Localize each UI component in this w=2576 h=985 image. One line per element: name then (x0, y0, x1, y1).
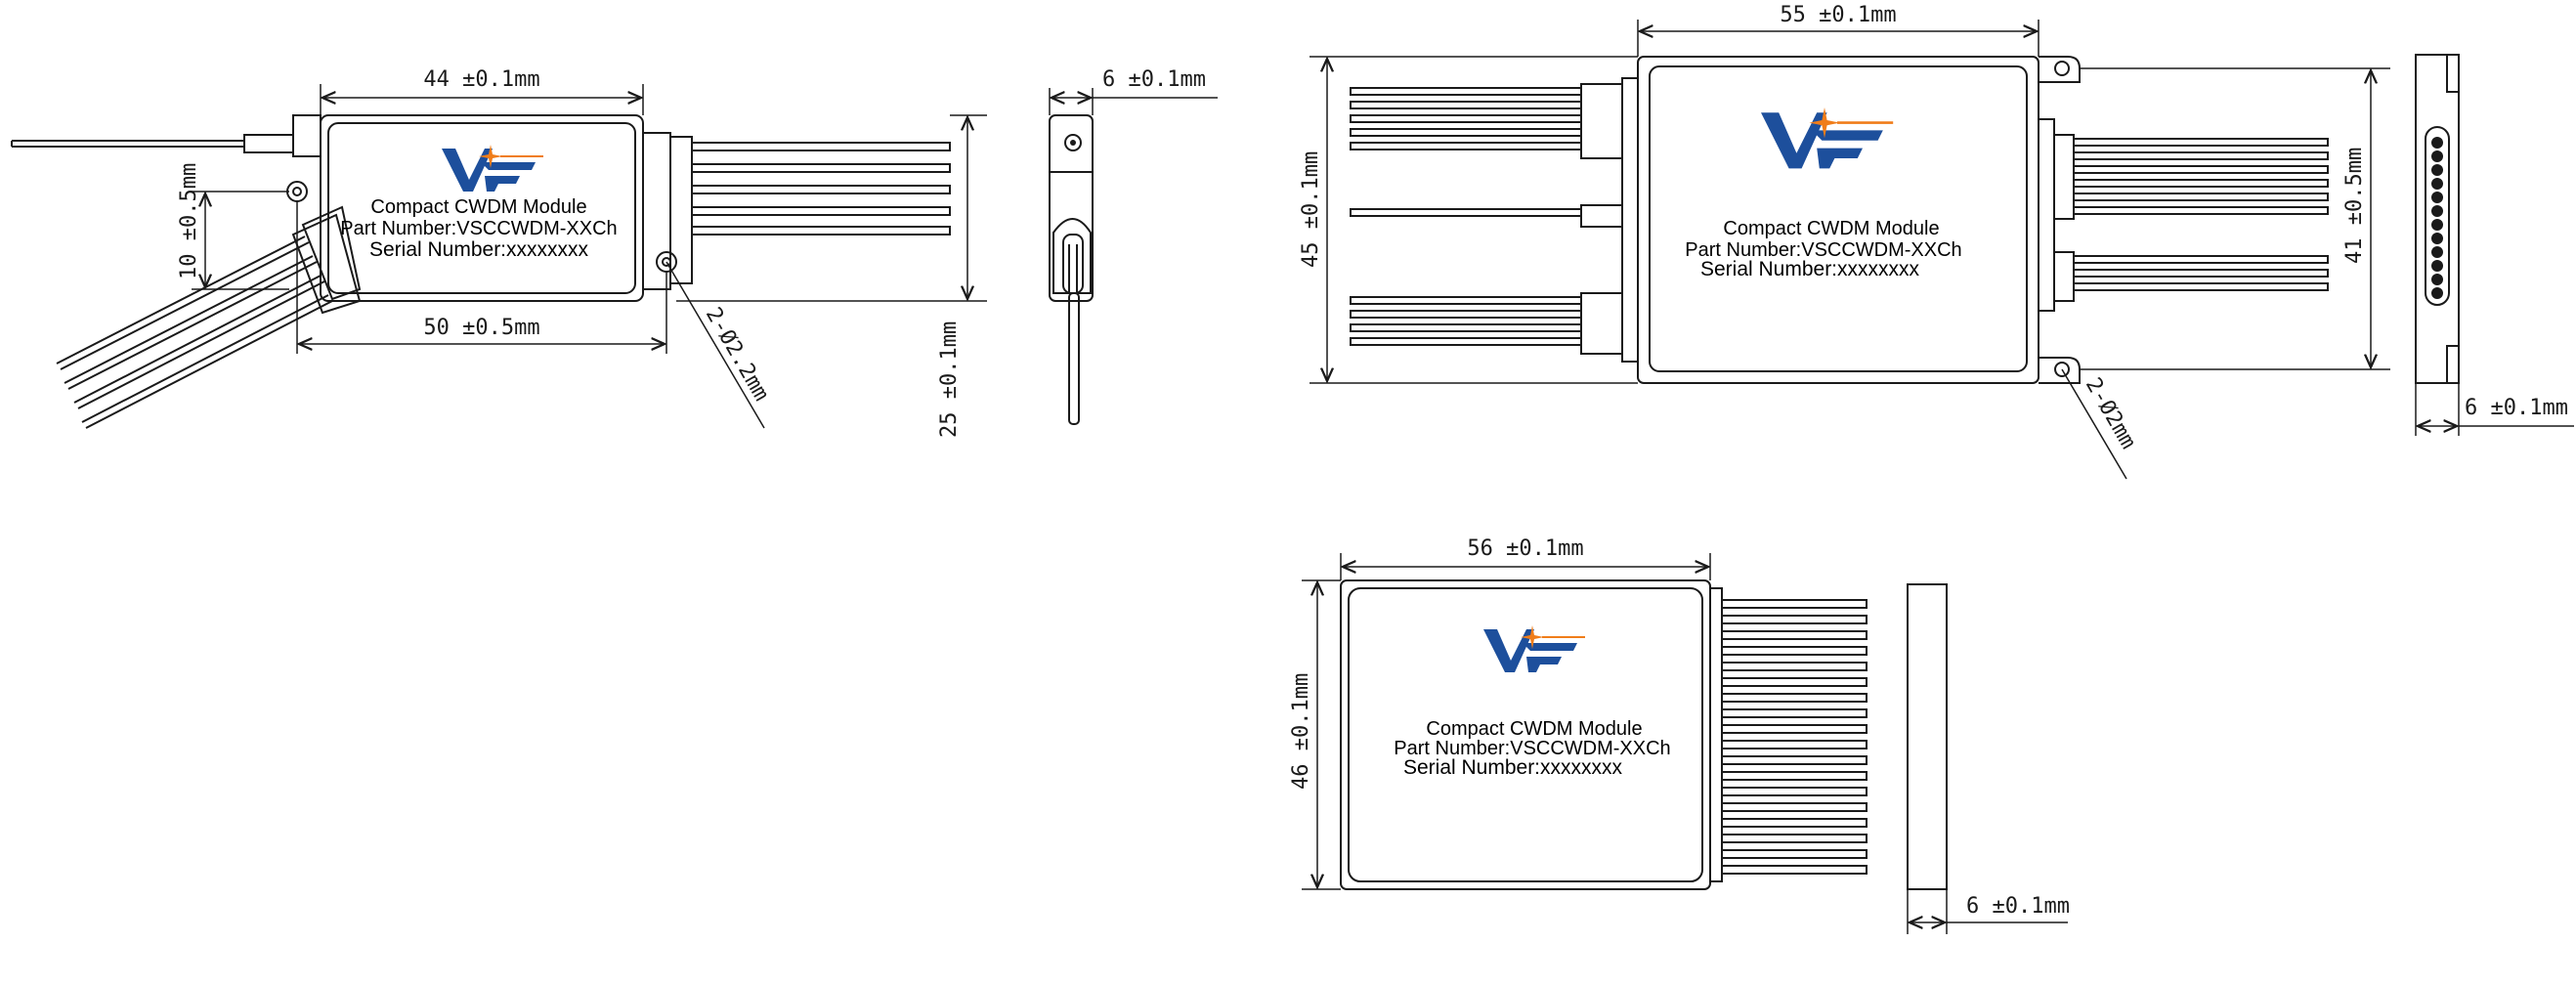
dim-thickness-1: 6 ±0.1mm (1102, 67, 1206, 92)
serial-number-text: Serial Number:xxxxxxxx (1403, 756, 1623, 779)
drawing-2: Compact CWDM Module Part Number:VSCCWDM-… (1299, 3, 2390, 480)
dim-height-45: 45 ±0.1mm (1299, 151, 1323, 268)
part-number-text: Part Number:VSCCWDM-XXCh (1685, 239, 1961, 261)
dim-width-55: 55 ±0.1mm (1780, 3, 1896, 27)
dim-height-25: 25 ±0.1mm (937, 321, 962, 438)
dim-width-44: 44 ±0.1mm (423, 67, 539, 92)
module-name-text: Compact CWDM Module (1426, 718, 1642, 740)
fiber-bundle-angled (56, 236, 333, 429)
side-view-2: 6 ±0.1mm (2415, 54, 2574, 436)
dim-hole-1: 2-Ø2.2mm (701, 304, 774, 406)
mounting-hole (286, 181, 308, 202)
part-number-text: Part Number:VSCCWDM-XXCh (340, 218, 617, 239)
serial-number-text: Serial Number:xxxxxxxx (1700, 258, 1920, 280)
side-view-1: 6 ±0.1mm (1049, 67, 1218, 425)
fiber-bundle-right-2 (2073, 138, 2329, 291)
module-name-text: Compact CWDM Module (1723, 218, 1939, 239)
fiber-array-3 (1721, 599, 1868, 875)
fiber-bundle-right-1 (691, 142, 951, 236)
dim-height-46: 46 ±0.1mm (1289, 673, 1313, 790)
part-number-text: Part Number:VSCCWDM-XXCh (1394, 738, 1670, 759)
drawing-3: Compact CWDM Module Part Number:VSCCWDM-… (1289, 536, 1868, 890)
dim-thickness-3: 6 ±0.1mm (1966, 894, 2070, 919)
serial-number-text: Serial Number:xxxxxxxx (369, 238, 589, 261)
mounting-hole (2054, 61, 2070, 76)
dim-height-41: 41 ±0.5mm (2342, 148, 2367, 264)
mounting-hole (2054, 362, 2070, 377)
module-name-text: Compact CWDM Module (370, 196, 586, 218)
dim-height-10: 10 ±0.5mm (177, 163, 201, 279)
dim-thickness-2: 6 ±0.1mm (2465, 396, 2568, 420)
dim-width-50: 50 ±0.5mm (423, 316, 539, 340)
side-view-3: 6 ±0.1mm (1907, 583, 2070, 934)
dim-hole-2: 2-Ø2mm (2081, 374, 2140, 453)
fiber-bundle-left-2 (1350, 87, 1582, 346)
drawing-1: Compact CWDM Module Part Number:VSCCWDM-… (11, 67, 987, 438)
dim-width-56: 56 ±0.1mm (1467, 536, 1583, 561)
